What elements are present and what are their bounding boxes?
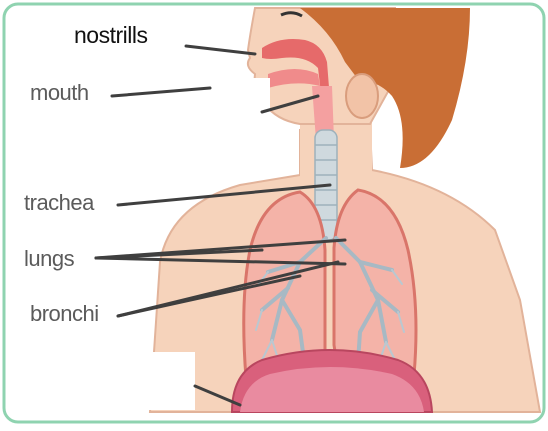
- lungs-label: lungs: [24, 246, 74, 272]
- bronchi-label: bronchi: [30, 301, 99, 327]
- cover-mask-lower: [10, 352, 195, 410]
- trachea-label: trachea: [24, 190, 94, 216]
- nostrils-label: nostrills: [74, 22, 147, 49]
- cover-mask: [188, 78, 270, 136]
- mouth-label: mouth: [30, 80, 89, 106]
- ear: [346, 74, 378, 118]
